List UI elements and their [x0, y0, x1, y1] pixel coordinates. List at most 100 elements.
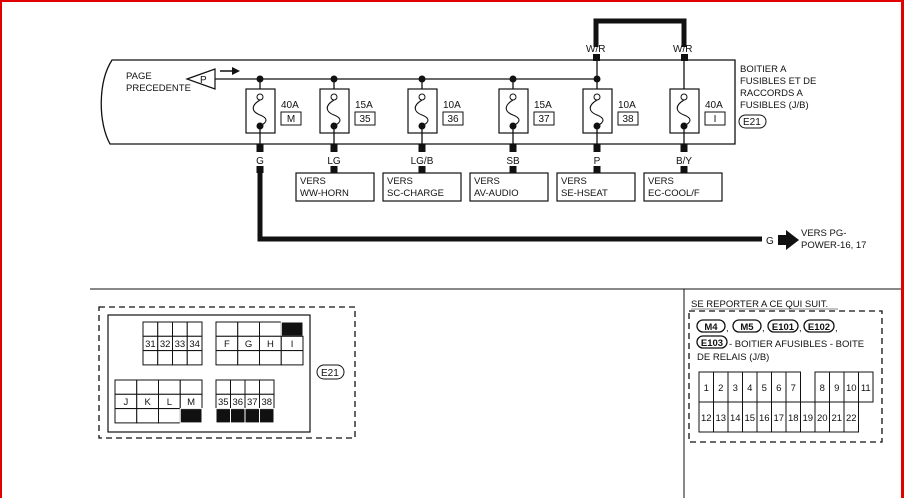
destination-label: VERS [648, 176, 674, 187]
g-wire-dest-2: POWER-16, 17 [801, 240, 866, 251]
jb-pin-label: 7 [791, 383, 796, 394]
jb-pin-label: 3 [733, 383, 738, 394]
jb-pin-label: 12 [701, 413, 712, 424]
wire-color-label: B/Y [676, 156, 692, 167]
fuse-id-box [442, 111, 464, 126]
grid-c-cell [158, 379, 181, 395]
grid-d-cell [244, 408, 260, 424]
junction-box-connector-badge [738, 114, 767, 129]
jb-pin-label: 19 [802, 413, 813, 424]
bus-junction-dot [509, 75, 517, 83]
fuse-id-box [354, 111, 376, 126]
jb-pin-label: 17 [773, 413, 784, 424]
e21-dashed-frame [98, 306, 356, 439]
wr-terminal-1 [593, 54, 600, 61]
bus-junction-dot [593, 75, 601, 83]
grid-c-cell [179, 379, 203, 395]
wire-terminal [680, 144, 688, 152]
jb-pin-label: 8 [820, 383, 825, 394]
grid-c-pin-label: M [187, 397, 195, 408]
prev-page-connector-shape [185, 68, 216, 90]
jb-pin-label: 22 [846, 413, 857, 424]
fuse-id-box [533, 111, 555, 126]
grid-a-cell [172, 350, 188, 366]
destination-box [556, 172, 636, 202]
grid-c-pin-label: J [124, 397, 129, 408]
wire-color-label: G [256, 156, 264, 167]
junction-box-label-1: BOITIER A [740, 64, 787, 75]
connector-badge-M5 [732, 319, 762, 333]
grid-d-pin-label: 38 [261, 397, 272, 408]
prev-page-connector-label: P [200, 75, 207, 86]
grid-c-pin-label: K [144, 397, 151, 408]
wr-label-2: W/R [673, 44, 692, 55]
jb-pin-label: 11 [861, 383, 871, 394]
destination-box [295, 172, 375, 202]
fuse-amps: 10A [618, 100, 636, 111]
grid-c-cell [136, 408, 159, 424]
grid-a-cell [142, 350, 159, 366]
grid-b-cell [259, 321, 282, 337]
grid-a-cell [186, 321, 203, 337]
grid-b-cell [280, 321, 304, 337]
bus-junction-dot [330, 75, 338, 83]
grid-b-cell [280, 350, 304, 366]
grid-d-cell [215, 379, 231, 395]
destination-box [643, 172, 723, 202]
jb-pin-label: 2 [718, 383, 723, 394]
grid-b-cell [237, 350, 260, 366]
reference-connectors: M4,M5,E101,E102,E103 [696, 319, 838, 349]
fuse-element-icon [676, 99, 691, 127]
destination-box [469, 172, 549, 202]
destination-label: VERS [561, 176, 587, 187]
grid-d-cell [230, 379, 246, 395]
reference-desc-1: - BOITIER AFUSIBLES - BOITE [729, 339, 864, 350]
connector-badge-E103 [696, 335, 728, 349]
fuse-group: 40AMG15A35LGVERSWW-HORN10A36LG/BVERSSC-C… [245, 75, 726, 202]
separator-comma: , [835, 323, 838, 334]
junction-box-label-2: FUSIBLES ET DE [740, 76, 816, 87]
destination-label: VERS [474, 176, 500, 187]
grid-d-cell [244, 379, 260, 395]
destination-name: AV-AUDIO [474, 188, 519, 199]
destination-label: VERS [300, 176, 326, 187]
fuse-id-box [280, 111, 302, 126]
grid-c-cell [179, 408, 203, 424]
grid-b-pin-label: F [224, 339, 230, 350]
bus-junction-dot [418, 75, 426, 83]
destination-name: SC-CHARGE [387, 188, 444, 199]
fuse-id: M [287, 114, 295, 125]
junction-box-label-4: FUSIBLES (J/B) [740, 100, 809, 111]
fuse-id-box [704, 111, 726, 126]
grid-a-cell [142, 321, 159, 337]
wire-terminal [418, 166, 426, 173]
grid-a-cell [186, 350, 203, 366]
junction-box-label-3: RACCORDS A [740, 88, 803, 99]
grid-b-pin-label: H [267, 339, 274, 350]
wire-terminal [330, 144, 338, 152]
fuse-id: I [714, 114, 717, 125]
grid-d-cell [230, 408, 246, 424]
connector-badge-label: E101 [772, 322, 795, 333]
destination-name: EC-COOL/F [648, 188, 700, 199]
wire-terminal [418, 144, 426, 152]
jb-pin-label: 13 [715, 413, 726, 424]
fuse-element-icon [326, 99, 341, 127]
grid-d-cell [259, 408, 275, 424]
reference-title: SE REPORTER A CE QUI SUIT. [691, 299, 828, 310]
grid-d-cell [259, 379, 275, 395]
fuse-amps: 15A [355, 100, 373, 111]
grid-b-cell [237, 321, 260, 337]
separator-comma: , [726, 323, 729, 334]
jb-pin-label: 9 [834, 383, 839, 394]
grid-a-pin-label: 34 [189, 339, 200, 350]
arrow-right-icon [232, 67, 240, 75]
jb-pin-label: 20 [817, 413, 828, 424]
destination-box [382, 172, 462, 202]
fuse-amps: 40A [705, 100, 723, 111]
wire-terminal [509, 144, 517, 152]
grid-c-cell [136, 379, 159, 395]
grid-a-cell [172, 321, 188, 337]
jb-pin-label: 1 [704, 383, 709, 394]
wr-jumper-wire [593, 18, 687, 47]
